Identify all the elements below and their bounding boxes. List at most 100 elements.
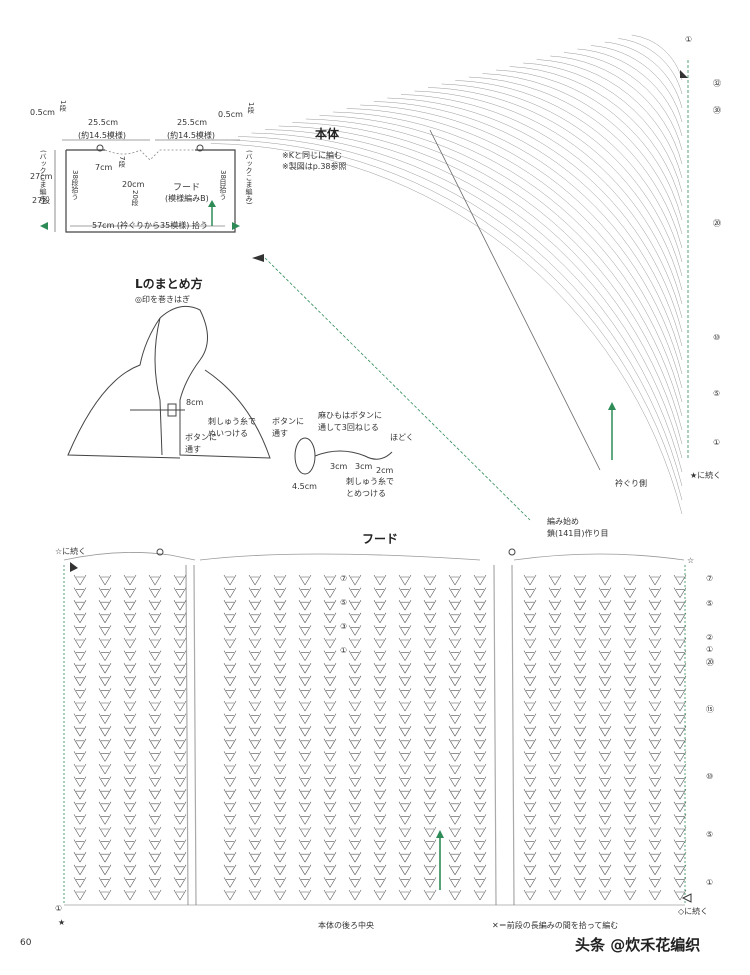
hood-stitch: [423, 700, 437, 712]
hood-stitch: [123, 600, 137, 611]
hood-stitch: [473, 751, 487, 762]
hood-stitch: [573, 574, 587, 586]
hood-stitch: [373, 700, 387, 712]
hood-stitch: [73, 852, 87, 863]
hood-stitch: [648, 612, 662, 623]
hood-stitch: [123, 612, 137, 623]
hood-stitch: [323, 776, 337, 787]
hood-stitch: [323, 713, 337, 724]
hood-stitch: [448, 852, 462, 863]
hood-stitch: [648, 801, 662, 812]
hood-stitch: [598, 587, 612, 598]
hood-stitch: [323, 751, 337, 762]
hood-stitch: [648, 700, 662, 712]
green-arrow-left: [40, 222, 48, 230]
hood-stitch: [373, 574, 387, 586]
btn-g: 3cm: [355, 462, 373, 471]
body-row-arc: [604, 41, 683, 109]
hood-stitch: [673, 763, 687, 775]
hood-stitch: [573, 637, 587, 649]
hood-stitch: [598, 637, 612, 649]
hood-stitch: [273, 776, 287, 787]
hood-stitch: [648, 625, 662, 636]
hood-stitch: [398, 625, 412, 636]
hood-stitch: [398, 839, 412, 850]
hood-stitch: [248, 650, 262, 661]
hood-stitch: [73, 839, 87, 850]
hood-stitch: [423, 663, 437, 674]
hood-stitch: [223, 889, 237, 901]
hood-stitch: [598, 826, 612, 838]
hood-stitch: [623, 726, 637, 737]
hood-stitch: [448, 826, 462, 838]
hood-stitch: [348, 864, 362, 875]
hood-stitch: [123, 574, 137, 586]
hood-stitch: [648, 776, 662, 787]
hood-stitch: [548, 763, 562, 775]
hood-stitch: [223, 713, 237, 724]
hood-stitch: [348, 889, 362, 901]
hood-stitch: [448, 726, 462, 737]
hood-stitch: [348, 688, 362, 699]
hood-stitch: [523, 625, 537, 636]
hood-stitch: [448, 675, 462, 686]
btn-k: とめつける: [346, 489, 386, 498]
hood-stitch: [598, 600, 612, 611]
body-row-arc: [237, 136, 683, 487]
hood-circle-right: [508, 548, 516, 556]
hood-stitch: [273, 612, 287, 623]
hood-stitch: [623, 751, 637, 762]
hood-stitch: [598, 814, 612, 825]
hood-stitch: [273, 738, 287, 749]
green-arrow-up-head: [208, 200, 216, 207]
hood-stitch: [98, 650, 112, 661]
hood-stitch: [298, 839, 312, 850]
hood-stitch: [173, 763, 187, 775]
body-row-arc: [577, 48, 683, 137]
hood-stitch: [223, 612, 237, 623]
hood-stitch: [473, 688, 487, 699]
hood-stitch: [98, 826, 112, 838]
body-row-arc: [509, 66, 683, 207]
neck-20rows: 20段: [131, 190, 139, 206]
hood-stitch: [448, 663, 462, 674]
hood-stitch: [348, 789, 362, 800]
hood-stitch: [398, 763, 412, 775]
hood-r-5: ⑤: [706, 599, 714, 608]
hood-stitch: [673, 675, 687, 686]
hood-stitch: [573, 877, 587, 888]
hood-stitch: [123, 688, 137, 699]
hood-stitch: [423, 801, 437, 812]
hood-stitch: [523, 839, 537, 850]
hood-stitch: [223, 826, 237, 838]
hood-stitch: [123, 877, 137, 888]
hood-stitch: [648, 864, 662, 875]
body-note1: ※Kと同じに編む: [282, 151, 342, 160]
hood-stitch: [398, 650, 412, 661]
hood-stitch: [373, 814, 387, 825]
hood-stitch: [73, 826, 87, 838]
body-row-30: ㉚: [713, 106, 721, 115]
hood-stitch: [573, 839, 587, 850]
hood-stitch: [598, 763, 612, 775]
hood-stitch: [573, 612, 587, 623]
body-row-arc: [591, 45, 683, 123]
hood-stitch: [73, 663, 87, 674]
hood-stitch: [323, 637, 337, 649]
hood-stitch: [148, 852, 162, 863]
hood-stitch: [98, 763, 112, 775]
hood-stitch: [573, 801, 587, 812]
hood-stitch: [398, 889, 412, 901]
hood-stitch: [148, 814, 162, 825]
hood-stitch: [373, 625, 387, 636]
hood-stitch: [348, 763, 362, 775]
hood-stitch: [148, 637, 162, 649]
hood-stitch: [673, 587, 687, 598]
hood-stitch: [298, 713, 312, 724]
hood-stitch: [648, 814, 662, 825]
hood-stitch: [98, 700, 112, 712]
hood-stitch: [173, 574, 187, 586]
hood-stitch: [473, 625, 487, 636]
hood-stitch: [148, 713, 162, 724]
hood-stitch: [523, 889, 537, 901]
